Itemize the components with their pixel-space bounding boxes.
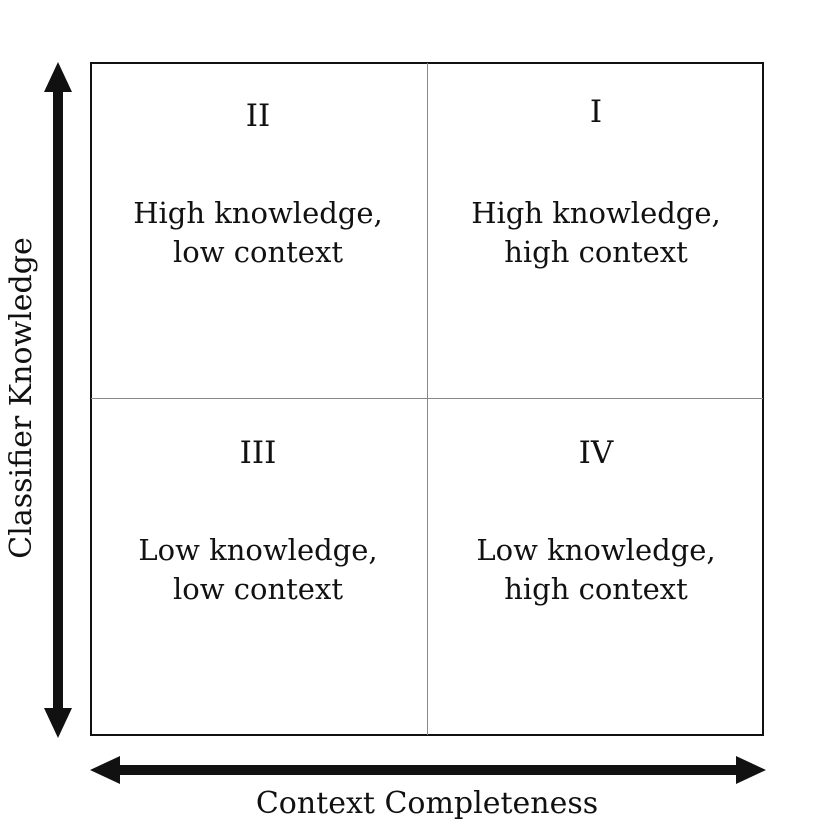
horizontal-divider <box>91 398 763 399</box>
quadrant-description-line: High knowledge, <box>471 196 721 230</box>
quadrant-numeral: III <box>239 435 277 471</box>
x-axis-label: Context Completeness <box>255 786 599 821</box>
quadrant-description-line: High knowledge, <box>133 196 383 230</box>
quadrant-ii: II High knowledge, low context <box>90 62 426 398</box>
quadrant-description: Low knowledge, high context <box>428 531 764 609</box>
quadrant-description-line: low context <box>173 572 343 606</box>
quadrant-description-line: Low knowledge, <box>476 533 716 567</box>
quadrant-description: High knowledge, high context <box>428 194 764 272</box>
quadrant-description-line: high context <box>504 572 688 606</box>
quadrant-description: Low knowledge, low context <box>90 531 426 609</box>
quadrant-iii: III Low knowledge, low context <box>90 399 426 735</box>
quadrant-description-line: low context <box>173 235 343 269</box>
y-axis-arrow <box>44 62 72 738</box>
quadrant-i: I High knowledge, high context <box>428 62 764 398</box>
quadrant-description-line: Low knowledge, <box>138 533 378 567</box>
quadrant-description: High knowledge, low context <box>90 194 426 272</box>
vertical-divider <box>427 63 428 735</box>
x-axis-arrow <box>90 756 766 784</box>
y-axis-label: Classifier Knowledge <box>4 237 39 559</box>
quadrant-numeral: IV <box>578 435 614 471</box>
quadrant-numeral: I <box>589 94 603 130</box>
quadrant-description-line: high context <box>504 235 688 269</box>
quadrant-numeral: II <box>245 98 271 134</box>
quadrant-iv: IV Low knowledge, high context <box>428 399 764 735</box>
